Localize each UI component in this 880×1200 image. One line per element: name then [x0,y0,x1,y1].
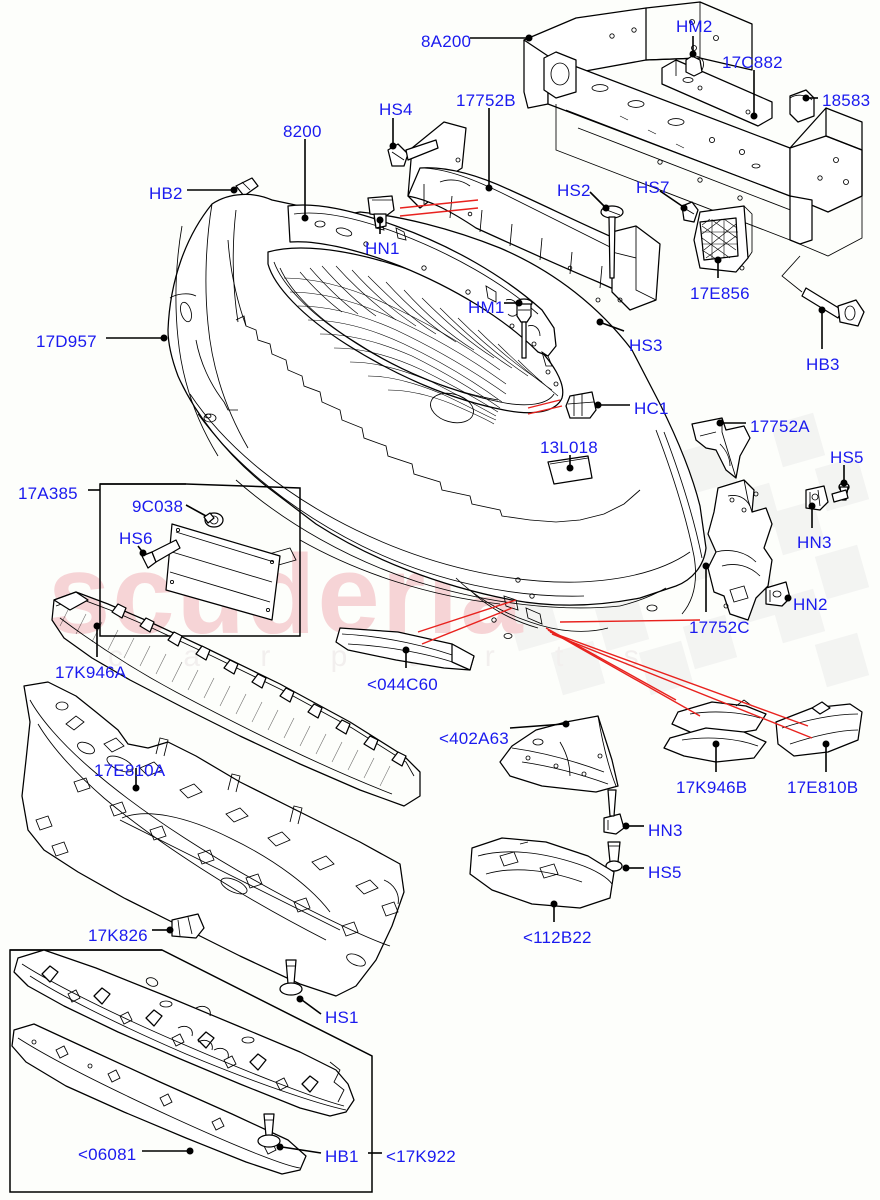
part-label-044c60[interactable]: <044C60 [367,675,438,694]
art-clip-hc1 [565,391,597,419]
part-label-17k922[interactable]: <17K922 [386,1147,456,1166]
part-label-112b22[interactable]: <112B22 [523,928,592,947]
part-label-8a200[interactable]: 8A200 [421,32,472,51]
art-grille-mesh-17k946a [51,591,421,807]
art-fastener-9c038 [203,512,224,528]
art-licenceplate-bracket-17a385 [99,483,301,637]
art-air-deflector-17752b [407,121,661,311]
part-label-13l018[interactable]: 13L018 [540,438,598,457]
part-label-hn1[interactable]: HN1 [365,239,400,258]
art-bracket-17752c [707,479,773,621]
art-bracket-17e856 [693,205,753,273]
part-label-hn3-lower[interactable]: HN3 [648,821,683,840]
part-label-06081[interactable]: <06081 [78,1145,137,1164]
part-label-17752c[interactable]: 17752C [689,618,750,637]
art-impact-beam-8a200 [523,1,863,257]
art-screw-hs6 [141,539,181,569]
part-label-17k946b[interactable]: 17K946B [676,778,748,797]
part-label-hb2[interactable]: HB2 [149,184,183,203]
part-label-17e856[interactable]: 17E856 [690,284,750,303]
art-nut-hn1 [367,195,395,229]
art-endcap-18583 [789,89,815,123]
part-label-17e810a[interactable]: 17E810A [94,761,166,780]
part-label-17a385[interactable]: 17A385 [18,484,78,503]
part-label-hm2[interactable]: HM2 [676,17,713,36]
art-fastener-hm1 [515,298,533,359]
art-screw-hs1 [279,959,303,996]
part-label-hs2[interactable]: HS2 [557,181,591,200]
part-label-17k826[interactable]: 17K826 [88,926,148,945]
art-bracket-402a63 [499,715,619,793]
part-label-hs4[interactable]: HS4 [379,100,413,119]
part-label-hs1[interactable]: HS1 [325,1008,359,1027]
part-label-hs7[interactable]: HS7 [636,178,670,197]
part-label-hs6[interactable]: HS6 [119,529,153,548]
art-bolt-hb1 [257,1113,281,1148]
art-nut-hn2 [765,581,791,607]
part-label-8200[interactable]: 8200 [283,122,322,141]
part-label-hc1[interactable]: HC1 [634,399,669,418]
part-label-9c038[interactable]: 9C038 [132,497,184,516]
part-label-hm1[interactable]: HM1 [468,298,505,317]
part-label-hb1[interactable]: HB1 [325,1147,359,1166]
part-label-17d957[interactable]: 17D957 [36,332,97,351]
art-bolt-hb2 [235,177,259,197]
leader-lines [88,34,848,1155]
part-label-hs5-upper[interactable]: HS5 [830,448,864,467]
part-label-hs3[interactable]: HS3 [629,336,663,355]
part-label-17752b[interactable]: 17752B [456,91,516,110]
art-screw-hs5-upper [831,482,850,503]
part-label-402a63[interactable]: <402A63 [439,729,509,748]
art-undertray-17e810a [21,681,405,997]
art-insert-17k946b [663,699,767,763]
part-label-17c882[interactable]: 17C882 [722,53,783,72]
art-trim-17e810b [775,701,863,757]
art-inset-box-17k922 [9,949,373,1193]
art-absorber-17c882 [661,55,773,127]
part-label-17e810b[interactable]: 17E810B [787,778,859,797]
art-bracket-17752a [691,417,751,479]
red-highlight-connectors [399,199,813,739]
part-label-17752a[interactable]: 17752A [750,417,810,436]
art-screw-hs2 [600,205,624,279]
art-retainer-17k826 [171,913,205,939]
art-valance-112b22 [469,837,615,909]
part-label-hn3-upper[interactable]: HN3 [797,533,832,552]
art-screw-hs5-lower [605,841,623,872]
part-label-hs5-lower[interactable]: HS5 [648,863,682,882]
part-label-18583[interactable]: 18583 [822,91,871,110]
part-label-17k946a[interactable]: 17K946A [55,663,127,682]
art-nut-hn3-lower [603,789,625,835]
part-label-hn2[interactable]: HN2 [793,595,828,614]
art-bolt-hb3 [781,255,865,327]
part-label-hb3[interactable]: HB3 [806,355,840,374]
